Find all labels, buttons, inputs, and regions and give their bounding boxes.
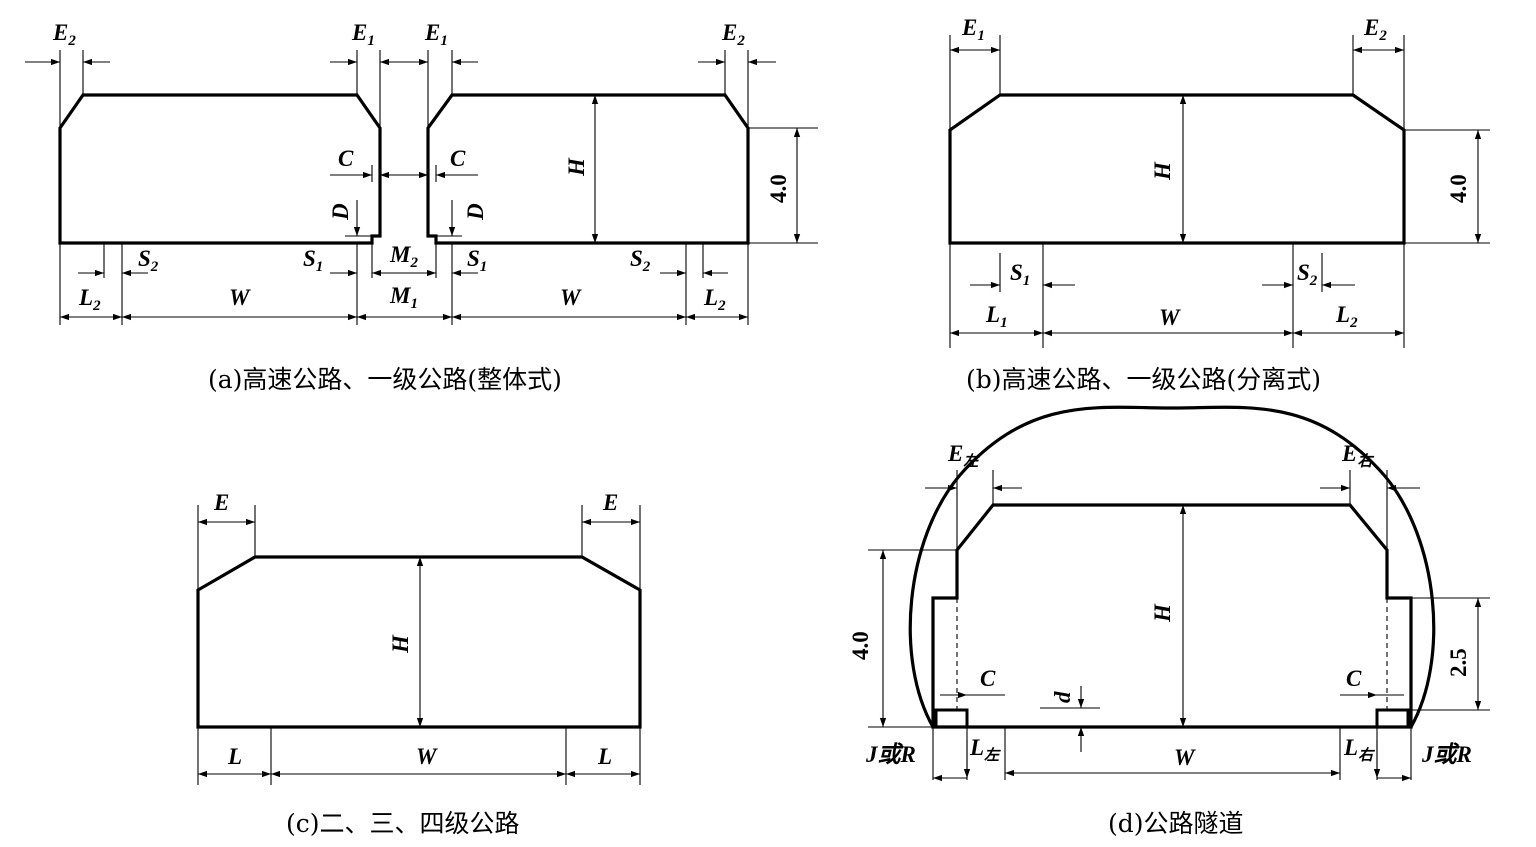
tunnel-dashed-lines [956, 598, 1388, 710]
label-c-right-d: C [1346, 666, 1362, 691]
clearance-outline-b [948, 93, 1406, 245]
caption-b: (b)高速公路、一级公路(分离式) [966, 365, 1321, 394]
bottom-dimensions-a [60, 269, 748, 321]
label-l-right-c: L [597, 744, 612, 769]
label-c-left-a: C [338, 146, 354, 171]
dimensions-d [879, 484, 1482, 782]
label-w-c: W [416, 744, 438, 769]
dimensions-c [198, 518, 640, 778]
panel-b: E1 E2 H 4.0 S1 S2 L1 W L2 (b)高速公路、一级公路(分… [948, 15, 1490, 394]
label-d-left-a: D [328, 203, 353, 221]
tunnel-sidewalk-blocks [934, 708, 1410, 729]
label-l-left-d: L左 [969, 735, 1001, 764]
label-l2-right-a: L2 [703, 285, 726, 314]
label-s2-left-a: S2 [138, 246, 159, 275]
label-e2-b: E2 [1363, 15, 1387, 44]
label-c-right-a: C [450, 146, 466, 171]
extension-lines-a [59, 50, 818, 325]
label-w-right-a: W [560, 285, 582, 310]
label-l2-b: L2 [1335, 302, 1358, 331]
c-d-marks-a [330, 165, 478, 237]
clearance-outline-c [196, 555, 642, 729]
label-e2-left-a: E2 [52, 20, 76, 49]
label-2-5m-d: 2.5 [1446, 648, 1471, 677]
panel-c: E E H L W L (c)二、三、四级公路 [196, 490, 642, 838]
label-e-right-c: E [602, 490, 618, 515]
label-jr-right-d: J或R [1421, 742, 1472, 767]
label-w-b: W [1159, 305, 1181, 330]
extension-lines-b [949, 35, 1490, 348]
label-e-right-d: E右 [1341, 441, 1374, 470]
label-l1-b: L1 [985, 302, 1008, 331]
label-l2-left-a: L2 [78, 285, 101, 314]
label-s2-b: S2 [1297, 260, 1318, 289]
label-4m-d: 4.0 [848, 631, 873, 660]
label-s2-right-a: S2 [630, 246, 651, 275]
label-l-right-d: L右 [1343, 735, 1375, 764]
label-m2-a: M2 [389, 242, 418, 271]
label-s1-left-a: S1 [303, 246, 323, 275]
label-s1-right-a: S1 [467, 246, 487, 275]
panel-a: E2 E1 E1 E2 C C D D H 4.0 S2 S1 M2 S1 S2… [25, 20, 818, 394]
label-e-left-d: E左 [947, 441, 980, 470]
dimensions-b [950, 46, 1482, 337]
label-w-d: W [1174, 745, 1196, 770]
caption-a: (a)高速公路、一级公路(整体式) [208, 365, 562, 394]
label-jr-left-d: J或R [865, 742, 916, 767]
label-c-left-d: C [980, 666, 996, 691]
label-e1-right-a: E1 [424, 20, 448, 49]
panel-d: E左 E右 H 4.0 2.5 C C d J或R L左 W L右 J或R (d… [848, 405, 1490, 838]
label-s1-b: S1 [1010, 260, 1030, 289]
label-d-small-d: d [1050, 691, 1075, 703]
label-l-left-c: L [227, 744, 242, 769]
label-h-a: H [564, 157, 589, 177]
label-h-d: H [1150, 603, 1175, 623]
label-e1-b: E1 [961, 15, 985, 44]
label-w-left-a: W [229, 285, 251, 310]
caption-c: (c)二、三、四级公路 [286, 809, 520, 838]
label-h-b: H [1150, 161, 1175, 181]
label-e1-left-a: E1 [351, 20, 375, 49]
label-4m-b: 4.0 [1446, 174, 1471, 203]
label-d-right-a: D [463, 203, 488, 221]
tunnel-arch [908, 405, 1436, 728]
label-h-c: H [388, 634, 413, 654]
label-e2-right-a: E2 [721, 20, 745, 49]
extension-lines-c [197, 505, 641, 785]
caption-d: (d)公路隧道 [1108, 809, 1244, 838]
extension-lines-d [868, 470, 1490, 780]
label-m1-a: M1 [389, 283, 418, 312]
label-4m-a: 4.0 [766, 174, 791, 203]
label-e-left-c: E [213, 490, 229, 515]
